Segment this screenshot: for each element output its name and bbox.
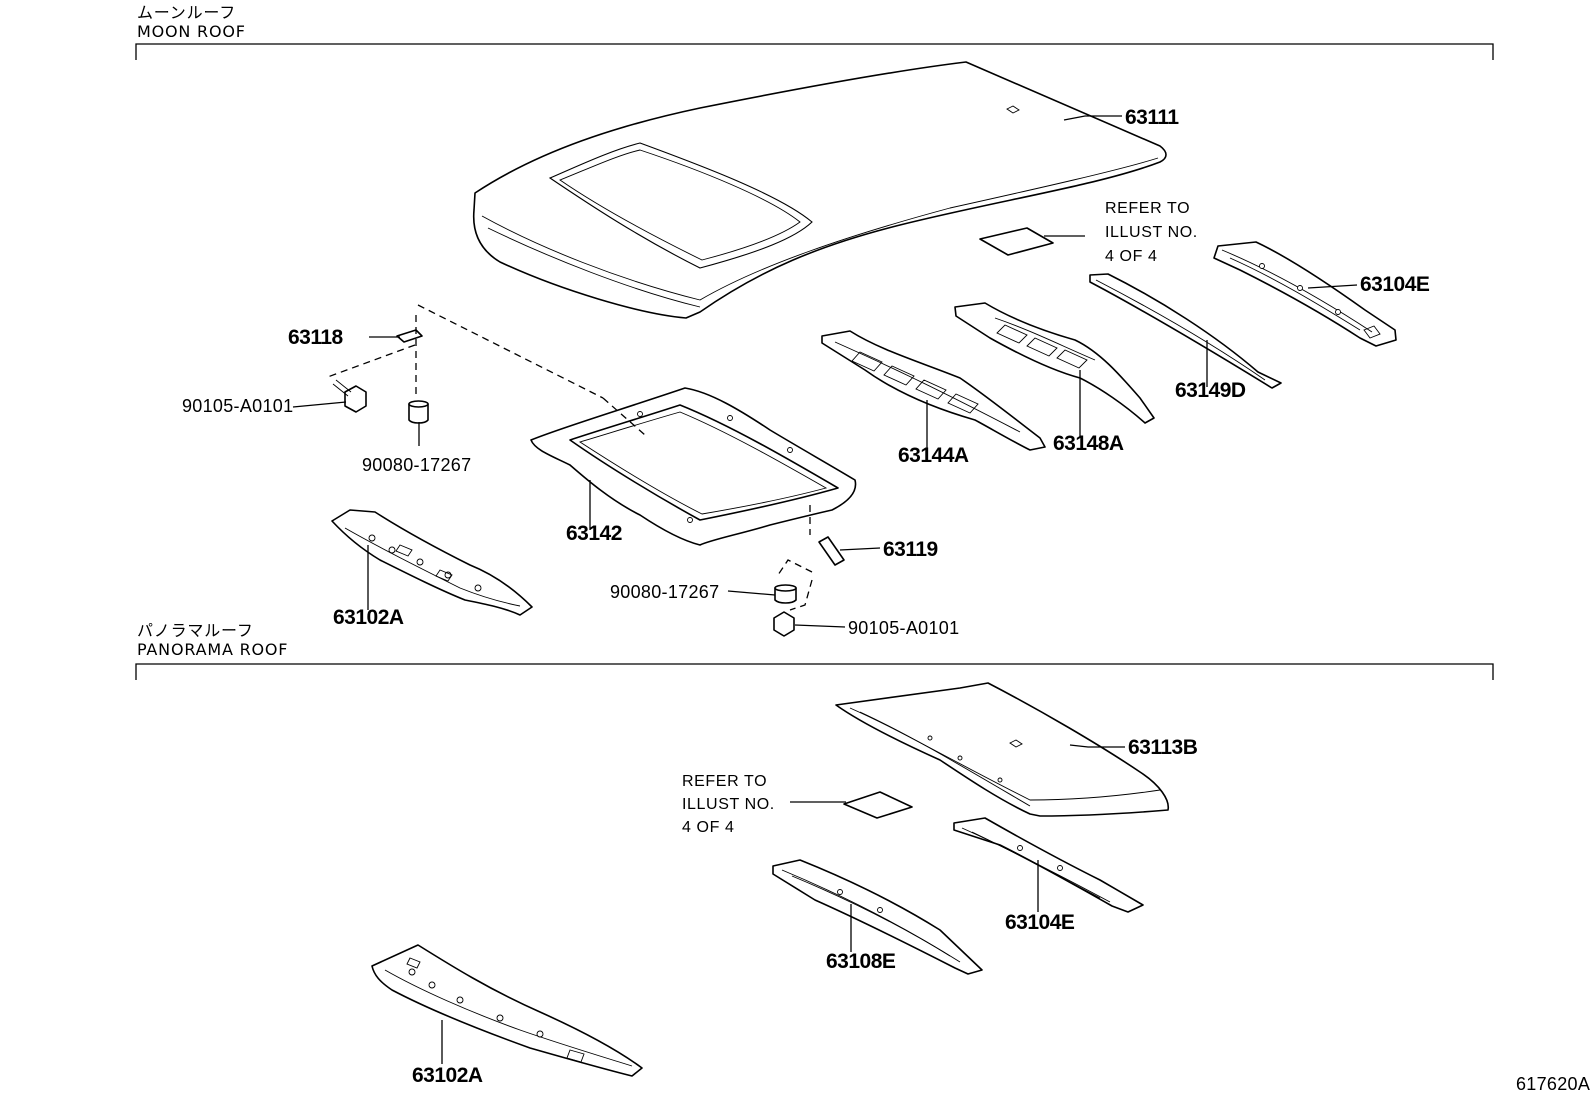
roof-bow-63144A (821, 330, 1046, 451)
callout-63104E-moon: 63104E (1360, 273, 1430, 296)
panorama-roof-bracket (135, 663, 1494, 680)
panorama-roof-section-header: パノラマルーフ PANORAMA ROOF (135, 621, 1494, 680)
callout-63102A-panorama: 63102A (412, 1064, 483, 1087)
front-header-panel-moon (1213, 241, 1397, 347)
callout-63111: 63111 (1125, 106, 1179, 129)
sunroof-frame-63142 (530, 387, 857, 546)
callout-63102A-moon: 63102A (333, 606, 404, 629)
front-header-panel-panorama (953, 817, 1144, 913)
moon-roof-title-jp: ムーンルーフ (137, 3, 236, 22)
callout-90105-A0101-left: 90105-A0101 (182, 396, 293, 416)
refer-note-moon-line1: REFER TO (1105, 200, 1190, 217)
refer-note-panorama-line3: 4 OF 4 (682, 819, 735, 836)
rear-header-panel-moon (331, 509, 533, 616)
callouts-moon: 63111 63104E 63149D 63148A 63144A 63142 … (182, 106, 1430, 638)
roof-bow-63149D (1089, 273, 1282, 389)
bolt-left (332, 379, 367, 413)
callout-63104E-panorama: 63104E (1005, 911, 1075, 934)
callout-63108E: 63108E (826, 950, 896, 973)
refer-note-moon: REFER TO ILLUST NO. 4 OF 4 (1105, 200, 1198, 265)
rear-header-panel-panorama (371, 944, 643, 1077)
sealer-pad-panorama (843, 791, 913, 819)
moon-roof-bracket (135, 43, 1494, 60)
nut-left (408, 400, 429, 424)
leader-lines-panorama (441, 744, 1125, 1064)
panorama-roof-title-jp: パノラマルーフ (137, 621, 254, 640)
refer-note-moon-line2: ILLUST NO. (1105, 224, 1198, 241)
callout-63148A: 63148A (1053, 432, 1124, 455)
bracket-63119 (818, 536, 845, 566)
refer-note-panorama-line1: REFER TO (682, 773, 767, 790)
roof-panel-63111 (472, 61, 1167, 319)
clip-63118 (396, 329, 423, 343)
callout-63119: 63119 (883, 538, 938, 561)
moon-roof-title-en: MOON ROOF (137, 22, 246, 41)
roof-panel-63113B (835, 682, 1169, 817)
callout-63144A: 63144A (898, 444, 969, 467)
bolt-right (773, 611, 795, 637)
callout-90080-17267-right: 90080-17267 (610, 582, 719, 602)
callout-63149D: 63149D (1175, 379, 1246, 402)
callouts-panorama: 63113B 63104E 63108E 63102A (412, 736, 1198, 1087)
panorama-roof-title-en: PANORAMA ROOF (137, 640, 288, 659)
refer-note-panorama: REFER TO ILLUST NO. 4 OF 4 (682, 773, 775, 836)
assembly-dashed-lines (324, 304, 813, 611)
callout-63118: 63118 (288, 326, 344, 349)
leader-lines-moon (292, 115, 1358, 628)
callout-63113B: 63113B (1128, 736, 1198, 759)
callout-63142: 63142 (566, 522, 622, 545)
nut-right (774, 584, 797, 604)
callout-90105-A0101-right: 90105-A0101 (848, 618, 959, 638)
refer-note-panorama-line2: ILLUST NO. (682, 796, 775, 813)
roof-bow-63108E (772, 859, 983, 975)
illustration-id: 617620A (1516, 1074, 1590, 1094)
callout-90080-17267-left: 90080-17267 (362, 455, 471, 475)
roof-bow-63148A (954, 302, 1155, 424)
refer-note-moon-line3: 4 OF 4 (1105, 248, 1158, 265)
moon-roof-section-header: ムーンルーフ MOON ROOF (135, 3, 1494, 60)
sealer-pad-moon (979, 227, 1054, 256)
